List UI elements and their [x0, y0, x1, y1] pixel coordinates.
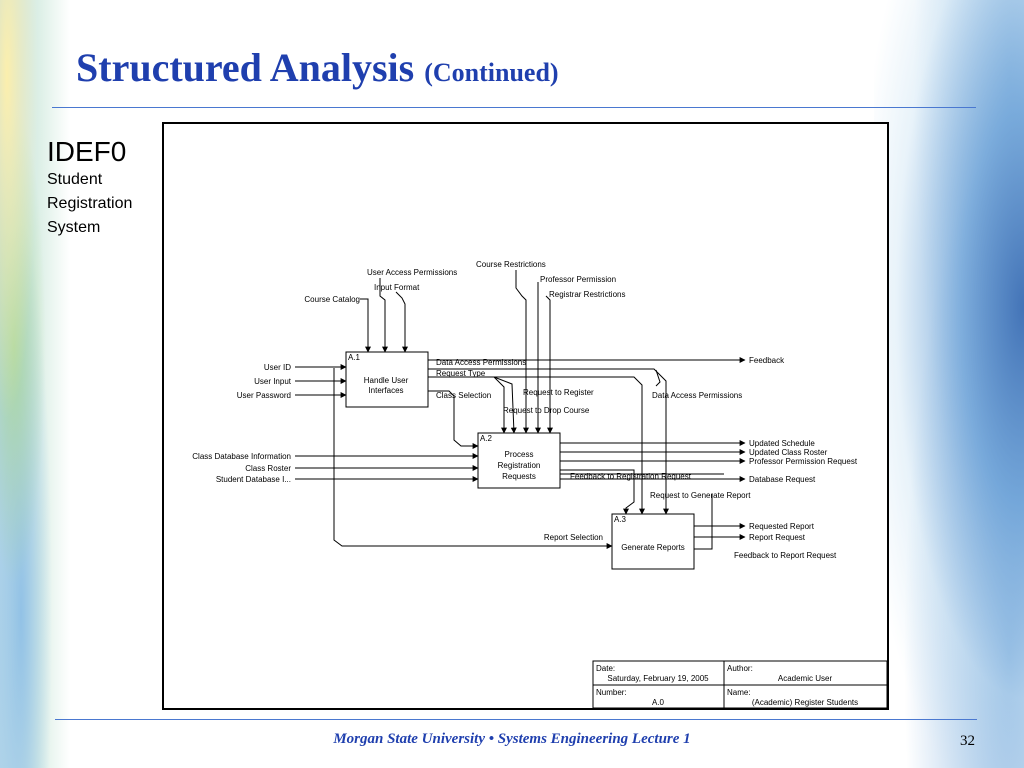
- slide-title: Structured Analysis (Continued): [76, 44, 559, 91]
- box-a2-label-line1: Process: [505, 450, 534, 459]
- footer-rule: [55, 719, 977, 720]
- output-feedback-to-report-label: Feedback to Report Request: [734, 551, 837, 560]
- flow-request-to-drop-label: Request to Drop Course: [503, 406, 590, 415]
- arrow-request-to-register: [493, 376, 517, 434]
- box-a1-label-line1: Handle User: [364, 376, 409, 385]
- arrow-course-catalog: [360, 298, 371, 353]
- arrow-course-restrictions: [515, 270, 529, 434]
- squiggle-data-access-2: [655, 369, 661, 387]
- box-a1-id: A.1: [348, 353, 361, 362]
- name-value: (Academic) Register Students: [752, 698, 858, 707]
- output-updated-class-roster-label: Updated Class Roster: [749, 448, 828, 457]
- box-a3-id: A.3: [614, 515, 627, 524]
- output-database-request-label: Database Request: [749, 475, 816, 484]
- arrow-feedback-to-report: [694, 494, 713, 550]
- input-class-roster-label: Class Roster: [245, 464, 291, 473]
- idef0-diagram: A.1 Handle User Interfaces A.2 Process R…: [162, 122, 889, 710]
- flow-request-type-label: Request Type: [436, 369, 486, 378]
- control-course-restrictions-label: Course Restrictions: [476, 260, 546, 269]
- number-label: Number:: [596, 688, 627, 697]
- control-course-catalog-label: Course Catalog: [304, 295, 360, 304]
- control-professor-permission-label: Professor Permission: [540, 275, 616, 284]
- side-subtitle: Student Registration System: [47, 171, 133, 236]
- control-user-access-label: User Access Permissions: [367, 268, 457, 277]
- arrow-request-type-to-a3: [428, 376, 645, 515]
- author-label: Author:: [727, 664, 753, 673]
- box-a3: A.3 Generate Reports: [611, 513, 695, 570]
- title-block: Date: Saturday, February 19, 2005 Author…: [592, 660, 887, 708]
- background-right-decoration: [874, 0, 1024, 768]
- author-value: Academic User: [778, 674, 833, 683]
- arrow-user-access-permissions: [379, 278, 388, 353]
- arrow-request-type: [428, 376, 507, 434]
- box-a1-label-line2: Interfaces: [368, 386, 403, 395]
- arrow-request-to-generate-report: [560, 469, 635, 515]
- box-a2-label-line2: Registration: [498, 461, 541, 470]
- flow-request-to-register-label: Request to Register: [523, 388, 594, 397]
- input-student-db-label: Student Database I...: [216, 475, 291, 484]
- name-label: Name:: [727, 688, 751, 697]
- output-report-request-label: Report Request: [749, 533, 806, 542]
- output-updated-schedule-label: Updated Schedule: [749, 439, 815, 448]
- number-value: A.0: [652, 698, 665, 707]
- control-registrar-restrictions-label: Registrar Restrictions: [549, 290, 625, 299]
- output-feedback-label: Feedback: [749, 356, 785, 365]
- control-input-format-label: Input Format: [374, 283, 420, 292]
- input-user-id-label: User ID: [264, 363, 291, 372]
- arrow-data-access-to-a3: [428, 368, 669, 515]
- box-a2: A.2 Process Registration Requests: [477, 432, 561, 489]
- page-number: 32: [960, 733, 975, 749]
- title-rule: [52, 107, 976, 108]
- box-a2-id: A.2: [480, 434, 493, 443]
- box-a1: A.1 Handle User Interfaces: [345, 351, 429, 408]
- flow-feedback-registration-label: Feedback to Registration Request: [570, 472, 692, 481]
- box-a2-frame: [477, 432, 561, 489]
- background-left-decoration: [0, 0, 70, 768]
- input-user-password-label: User Password: [237, 391, 291, 400]
- idef0-diagram-svg: A.1 Handle User Interfaces A.2 Process R…: [192, 260, 887, 708]
- flow-class-selection-label: Class Selection: [436, 391, 491, 400]
- slide-title-main: Structured Analysis: [76, 45, 415, 90]
- side-title: IDEF0: [47, 136, 127, 167]
- flow-request-to-generate-report-label: Request to Generate Report: [650, 491, 751, 500]
- arrow-class-selection: [428, 390, 479, 449]
- arrow-registrar-restrictions: [545, 295, 553, 434]
- slide-title-subtitle: (Continued): [424, 58, 559, 87]
- box-a2-label-line3: Requests: [502, 472, 536, 481]
- output-professor-permission-request-label: Professor Permission Request: [749, 457, 858, 466]
- footer-text: Morgan State University • Systems Engine…: [333, 731, 691, 747]
- input-class-db-info-label: Class Database Information: [192, 452, 291, 461]
- flow-data-access-permissions-label: Data Access Permissions: [436, 358, 526, 367]
- flow-data-access-permissions-2-label: Data Access Permissions: [652, 391, 742, 400]
- box-a1-frame: [345, 351, 429, 408]
- arrow-input-format: [395, 291, 408, 353]
- input-user-input-label: User Input: [254, 377, 292, 386]
- flow-report-selection-label: Report Selection: [544, 533, 603, 542]
- arrow-report-selection: [333, 368, 613, 549]
- output-requested-report-label: Requested Report: [749, 522, 815, 531]
- box-a3-frame: [611, 513, 695, 570]
- side-label: IDEF0 Student Registration System: [47, 136, 157, 240]
- date-value: Saturday, February 19, 2005: [607, 674, 709, 683]
- date-label: Date:: [596, 664, 615, 673]
- box-a3-label: Generate Reports: [621, 543, 685, 552]
